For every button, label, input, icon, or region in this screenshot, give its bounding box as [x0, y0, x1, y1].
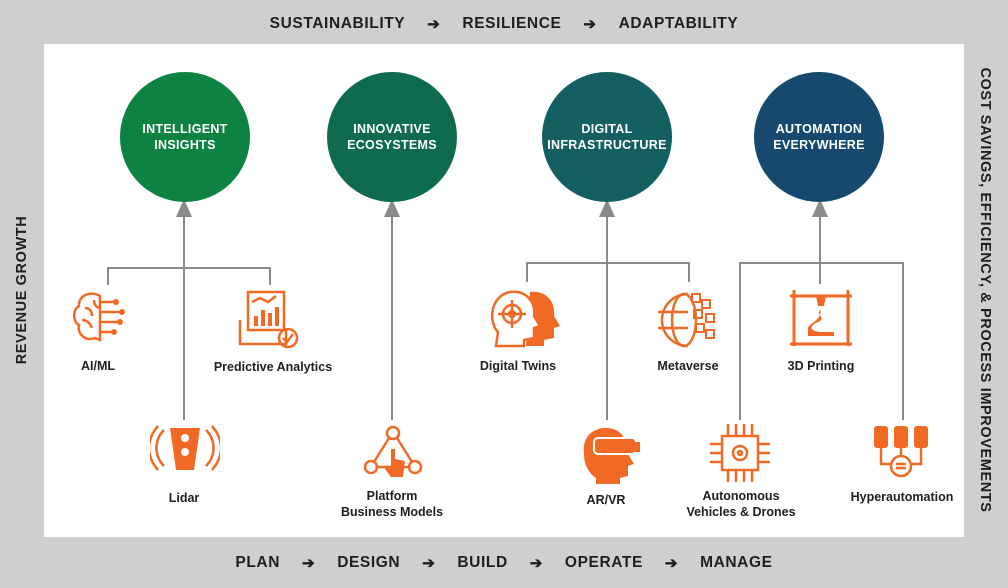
item-hyperautomation: Hyperautomation [850, 490, 954, 504]
item-predictive-analytics: Predictive Analytics [213, 360, 333, 374]
vr-headset-icon [583, 428, 640, 484]
arrow-icon: ➔ [664, 555, 679, 572]
hyperautomation-icon [874, 426, 928, 478]
bottom-step-1: PLAN [235, 554, 281, 571]
platform-network-icon [363, 425, 423, 477]
connector-bracket [107, 267, 271, 285]
bottom-lifecycle-band: PLAN ➔ DESIGN ➔ BUILD ➔ OPERATE ➔ MANAGE [0, 551, 1008, 575]
connector-bracket [739, 262, 904, 420]
pillar-label: EVERYWHERE [773, 138, 865, 152]
pillar-label: DIGITAL [581, 122, 633, 136]
top-step-3: ADAPTABILITY [618, 15, 739, 32]
arrow-icon: ➔ [422, 555, 436, 572]
pillar-label: INFRASTRUCTURE [547, 138, 667, 152]
arrow-icon: ➔ [302, 555, 316, 572]
item-label-line: Platform [366, 489, 418, 503]
arrow-icon: ➔ [583, 16, 597, 33]
item-lidar: Lidar [168, 491, 200, 505]
bottom-step-4: OPERATE [564, 554, 643, 571]
item-label-line: Business Models [340, 505, 444, 519]
item-digital-twins: Digital Twins [479, 359, 557, 373]
pillar-innovative-ecosystems: INNOVATIVE ECOSYSTEMS [327, 72, 457, 202]
item-label-line: Autonomous [702, 489, 780, 503]
pillar-digital-infrastructure: DIGITAL INFRASTRUCTURE [542, 72, 672, 202]
arrow-icon: ➔ [427, 16, 441, 33]
pillar-label: AUTOMATION [775, 122, 863, 136]
arrow-icon: ➔ [529, 555, 543, 572]
pillar-intelligent-insights: INTELLIGENT INSIGHTS [120, 72, 250, 202]
item-platform-business-models: Platform Business Models [312, 488, 472, 520]
item-autonomous-vehicles-drones: Autonomous Vehicles & Drones [661, 488, 821, 520]
pillar-label: INTELLIGENT [142, 122, 228, 136]
pillar-label: INNOVATIVE [353, 122, 431, 136]
item-label-line: Vehicles & Drones [686, 505, 796, 519]
item-metaverse: Metaverse [657, 359, 719, 373]
digital-twins-icon [490, 290, 560, 348]
top-value-band: SUSTAINABILITY ➔ RESILIENCE ➔ ADAPTABILI… [0, 12, 1008, 36]
pillar-automation-everywhere: AUTOMATION EVERYWHERE [754, 72, 884, 202]
pillar-label: ECOSYSTEMS [347, 138, 437, 152]
bottom-step-3: BUILD [457, 554, 508, 571]
item-aiml: AI/ML [80, 359, 116, 373]
brain-circuit-icon [72, 292, 125, 342]
metaverse-globe-icon [658, 292, 715, 348]
pillar-label: INSIGHTS [154, 138, 216, 152]
bottom-step-5: MANAGE [700, 554, 773, 571]
bottom-step-2: DESIGN [337, 554, 401, 571]
3d-printer-icon [790, 290, 852, 346]
item-3d-printing: 3D Printing [787, 359, 855, 373]
lidar-sensor-icon [150, 425, 220, 471]
top-step-2: RESILIENCE [462, 15, 562, 32]
chip-circuit-icon [710, 424, 770, 482]
analytics-report-icon [238, 290, 299, 349]
top-step-1: SUSTAINABILITY [269, 15, 406, 32]
connector-bracket [526, 262, 690, 282]
item-ar-vr: AR/VR [586, 493, 626, 507]
